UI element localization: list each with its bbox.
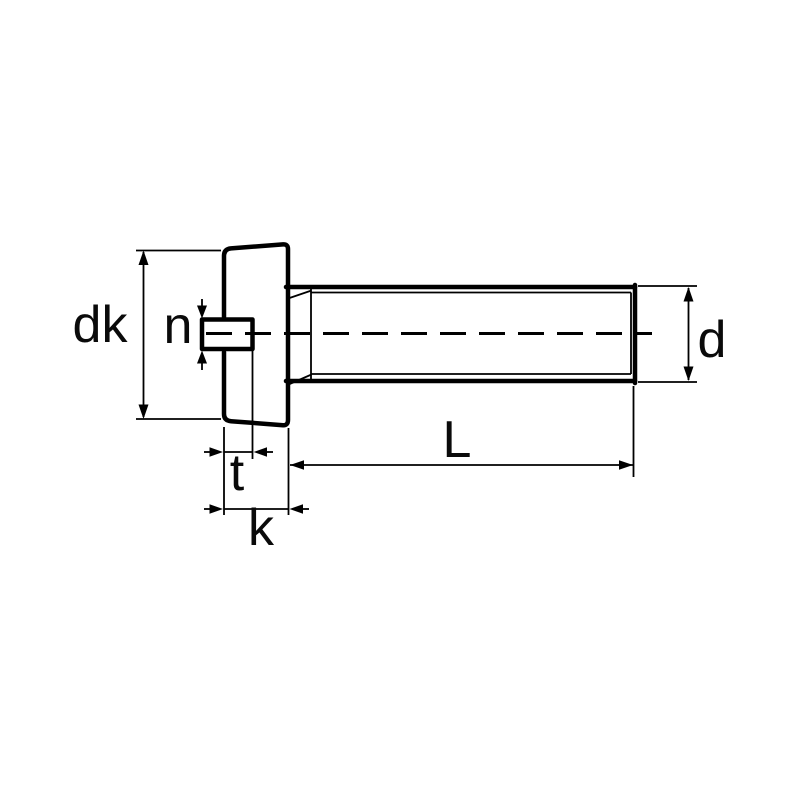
- label-dk: dk: [73, 296, 129, 354]
- t-arrow-left-pointing: [253, 447, 267, 457]
- label-k: k: [248, 499, 275, 557]
- n-arrow-down: [197, 305, 207, 319]
- label-n: n: [164, 297, 193, 355]
- dimension-k: k: [204, 428, 309, 557]
- t-arrow-right-pointing: [209, 447, 223, 457]
- d-arrow-up: [683, 287, 694, 302]
- dimension-t: t: [204, 351, 273, 515]
- label-t: t: [230, 444, 245, 502]
- dk-arrow-up: [138, 250, 149, 265]
- L-arrow-right: [619, 460, 633, 470]
- thread-runout-diagonal-top: [289, 289, 312, 299]
- dk-arrow-down: [138, 404, 149, 419]
- label-L: L: [443, 411, 472, 469]
- k-arrow-left-pointing: [289, 504, 303, 514]
- thread-runout-diagonal-bottom: [288, 373, 312, 386]
- d-arrow-down: [683, 366, 694, 381]
- n-arrow-up: [197, 350, 207, 364]
- dimension-n: n: [164, 297, 207, 370]
- dimension-d: d: [638, 285, 727, 383]
- screw-shank: [283, 282, 638, 386]
- L-arrow-left: [290, 460, 304, 470]
- label-d: d: [698, 311, 727, 369]
- dimension-L: L: [290, 386, 635, 477]
- k-arrow-right-pointing: [209, 504, 223, 514]
- dimension-dk: dk: [73, 249, 221, 420]
